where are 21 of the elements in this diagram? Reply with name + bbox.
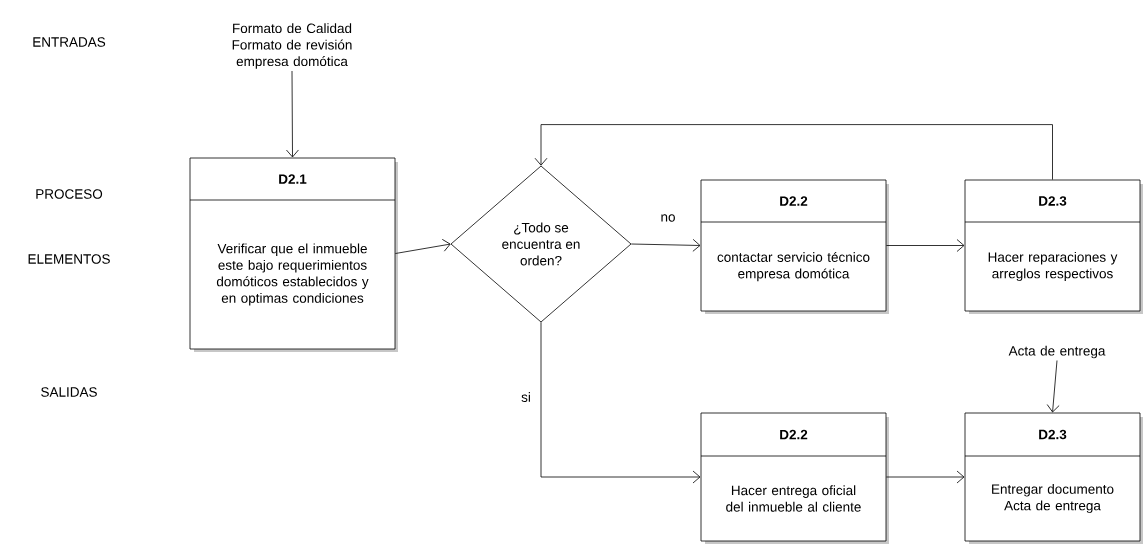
arrow	[534, 124, 1053, 180]
arrow	[540, 321, 701, 484]
row-label: SALIDAS	[41, 387, 97, 397]
row-label: ENTRADAS	[33, 37, 106, 47]
row-label: ELEMENTOS	[28, 254, 110, 264]
edge-label: si	[520, 391, 532, 403]
arrow	[1046, 360, 1060, 413]
process-box: D2.2 Hacer entrega oficial del inmueble al cliente	[700, 412, 889, 544]
input-text: Acta de entrega	[1008, 345, 1106, 359]
arrow	[395, 239, 451, 254]
arrow	[286, 70, 299, 158]
process-box: D2.2 contactar servicio técnico empresa domótica	[700, 179, 889, 314]
row-label: PROCESO	[36, 189, 103, 199]
arrow	[886, 470, 965, 484]
process-box: D2.1 Verificar que el inmueble este bajo requerimientos domóticos establecidos y en optimas condiciones	[189, 157, 398, 352]
input-text: Formato de Calidad Formato de revisión empresa domótica	[232, 23, 352, 69]
process-box: D2.3 Hacer reparaciones y arreglos respectivos	[964, 179, 1143, 314]
process-box: D2.3 Entregar documento Acta de entrega	[964, 412, 1143, 544]
arrow	[630, 238, 701, 252]
arrow	[886, 239, 965, 252]
edge-label: no	[659, 213, 677, 223]
